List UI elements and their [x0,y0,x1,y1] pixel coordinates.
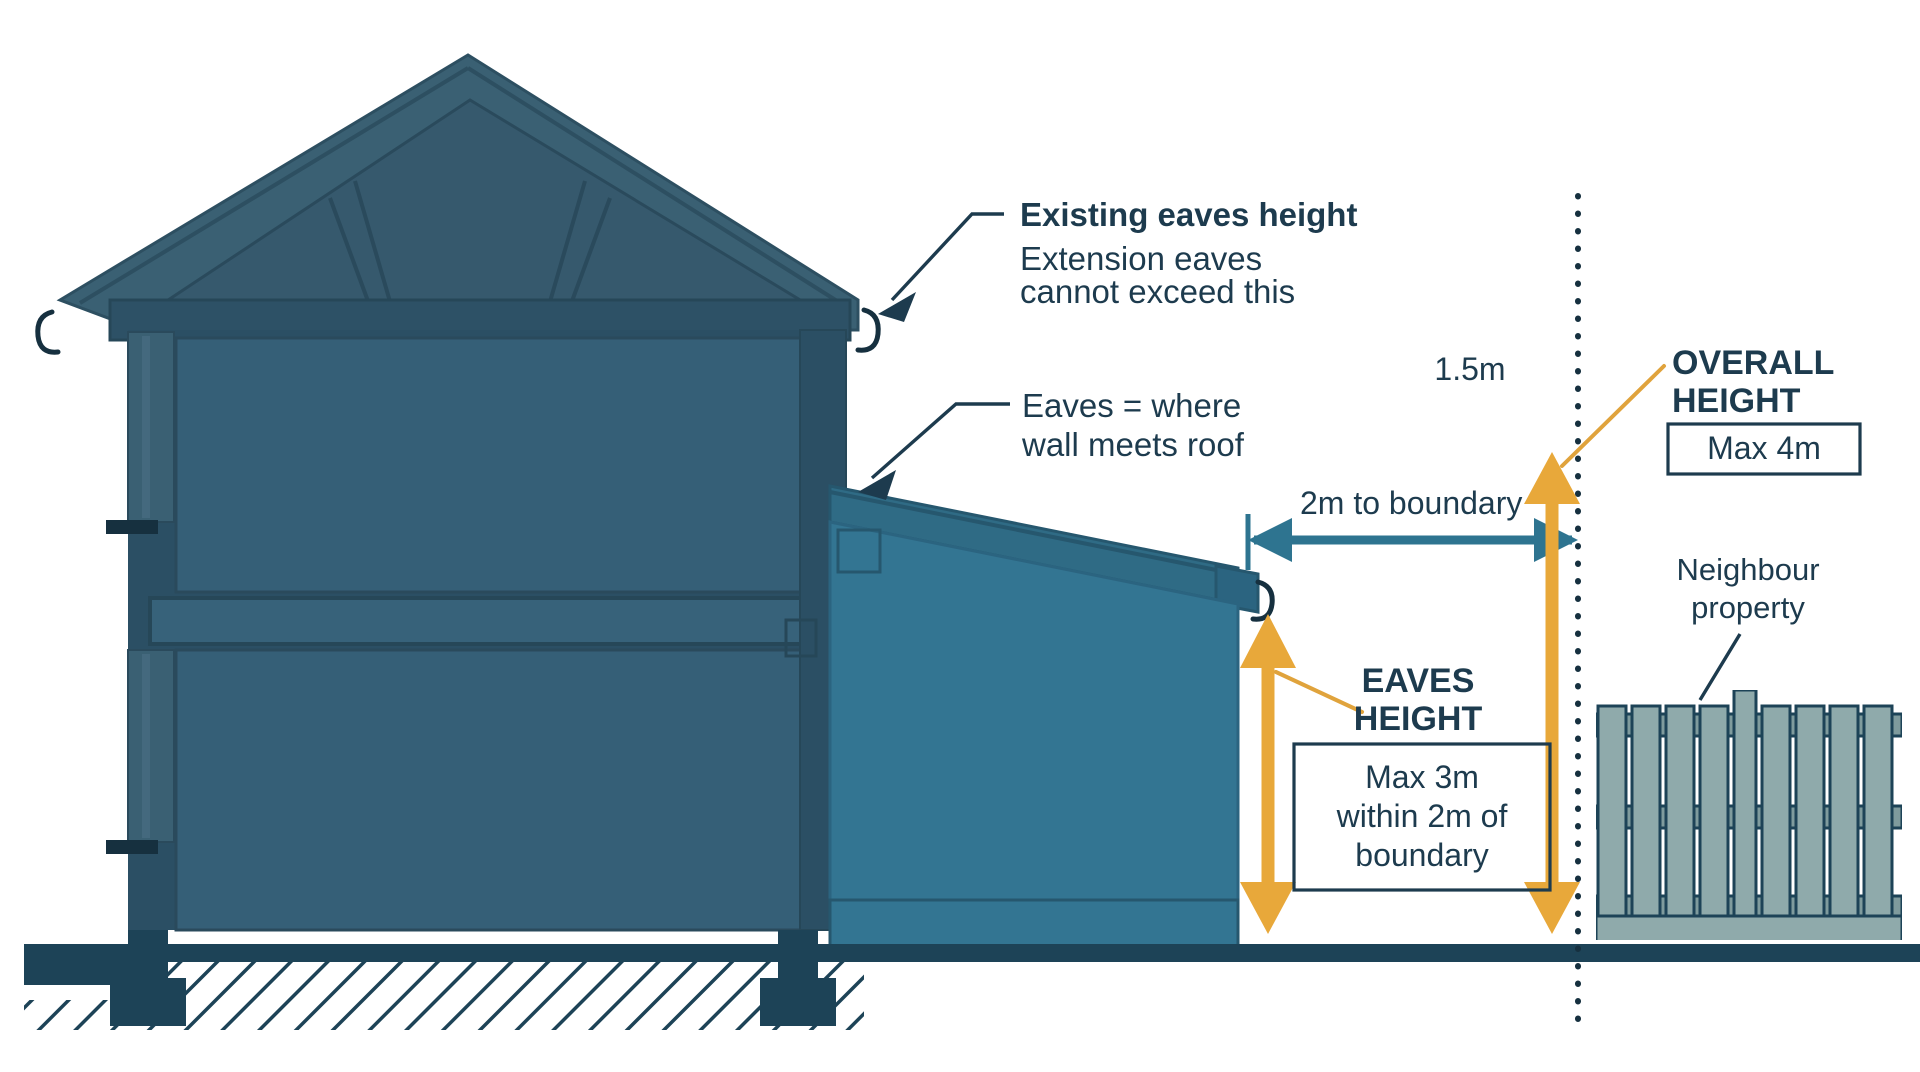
dimension-eaves-height [1240,614,1364,934]
house-floor-slab [148,596,818,646]
neighbour-fence [1596,690,1902,940]
label-horizontal-run: 2m to boundary [1300,485,1522,521]
overall-height-value: Max 4m [1707,430,1821,466]
eaves-height-box-line1: Max 3m [1365,759,1479,795]
existing-eaves-heading: Existing eaves height [1020,196,1357,233]
gutter-hook-extension-icon [1250,579,1275,622]
eaves-height-label-line2: HEIGHT [1354,700,1483,738]
extension-wallplate-notch [836,528,882,574]
extension-plinth [828,898,1240,948]
annotation-eaves-definition: Eaves = where wall meets roof [1021,387,1245,463]
leader-neighbour-property [1698,633,1742,701]
eaves-height-label-line1: EAVES [1362,662,1475,700]
overall-height-box [1666,422,1862,476]
overall-height-label-line1: OVERALL [1672,344,1834,382]
house-footing-left-pad [110,978,186,1026]
annotation-neighbour-property: Neighbour property [1676,552,1819,625]
house-storey-lower [174,648,818,932]
existing-house [35,53,881,1026]
gutter-hook-right-icon [855,307,881,353]
house-roof-trusses [328,180,612,313]
extension-roof-ridge-line [829,490,1237,576]
house-storey-upper [174,336,818,594]
annotation-existing-eaves: Existing eaves height Extension eaves ca… [1020,196,1357,310]
leader-eaves-definition [858,402,1010,500]
house-roof-ridge-line [78,66,847,308]
existing-eaves-line2: cannot exceed this [1020,273,1295,310]
extension [828,484,1275,948]
neighbour-line1: Neighbour [1676,552,1819,587]
dimension-overall-height [1524,364,1666,934]
overall-height-label-line2: HEIGHT [1672,382,1801,420]
label-boundary-offset: 1.5m [1434,351,1505,387]
house-footing-right-pad [760,978,836,1026]
callout-overall-height: OVERALL HEIGHT Max 4m [1666,344,1862,476]
house-left-window-lower [106,649,175,854]
house-left-window-upper [106,331,175,534]
eaves-height-box-line3: boundary [1355,837,1488,873]
house-wall-tie-detail [784,618,818,658]
eaves-definition-line1: Eaves = where [1022,387,1241,424]
eaves-height-box [1292,742,1552,892]
existing-eaves-line1: Extension eaves [1020,240,1262,277]
gutter-hook-left-icon [35,309,61,355]
callout-eaves-height: EAVES HEIGHT Max 3m within 2m of boundar… [1292,662,1552,892]
ground-line [24,944,1920,962]
leader-existing-eaves [878,212,1004,322]
neighbour-line2: property [1691,590,1805,625]
eaves-height-box-line2: within 2m of [1336,798,1508,834]
eaves-definition-line2: wall meets roof [1021,426,1245,463]
